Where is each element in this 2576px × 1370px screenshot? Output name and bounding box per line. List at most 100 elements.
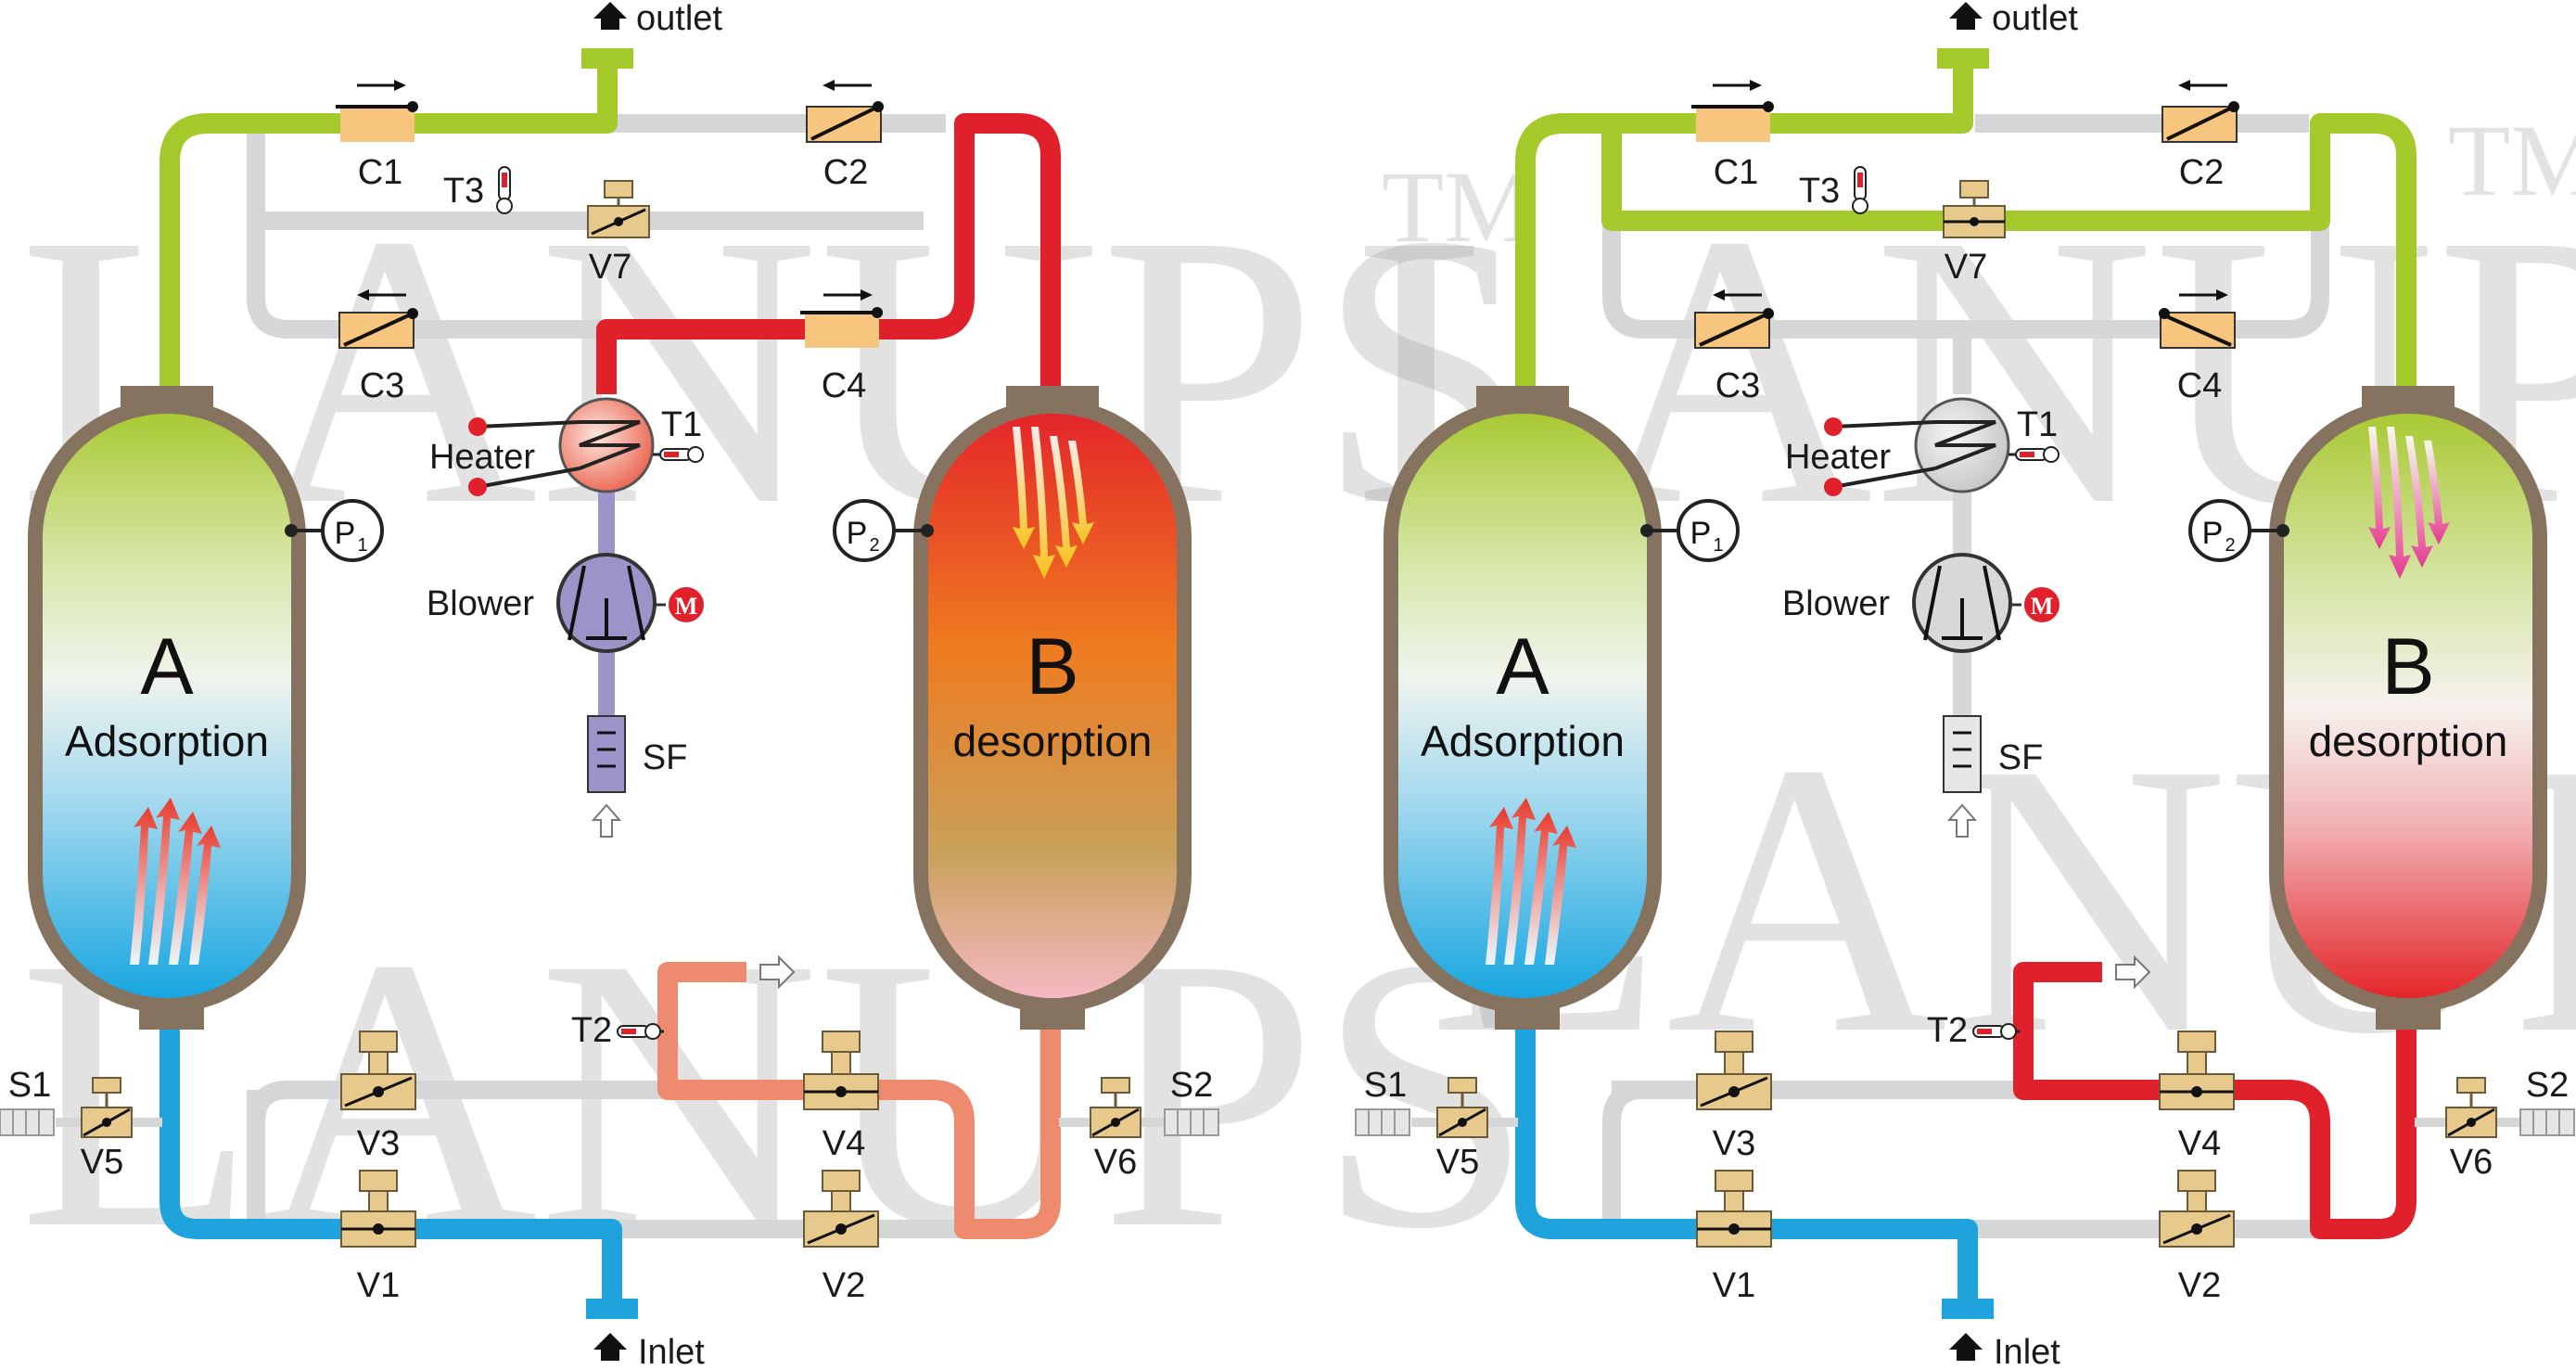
pressure-gauge-p2: P 2 xyxy=(833,499,934,562)
heater: Heater xyxy=(429,397,655,496)
svg-text:C1: C1 xyxy=(1714,153,1759,192)
exhaust-arrow-icon xyxy=(2115,954,2151,990)
svg-text:S2: S2 xyxy=(1170,1066,1213,1105)
check-valve-c4: C4 xyxy=(2159,289,2236,405)
svg-text:T1: T1 xyxy=(2017,405,2058,444)
exhaust-arrow-icon xyxy=(759,954,796,990)
blower-label: Blower xyxy=(1782,584,1890,623)
check-valve-c3: C3 xyxy=(1694,289,1774,405)
thermometer-t3-icon: T3 xyxy=(443,166,513,214)
blower: M Blower xyxy=(427,553,706,653)
heater: Heater xyxy=(1785,397,2010,496)
inlet-port xyxy=(586,1299,638,1319)
valve-v2: V2 xyxy=(2159,1170,2235,1305)
tower-b-mode: desorption xyxy=(2309,717,2508,765)
cooling-air-pipe xyxy=(657,962,1061,1239)
svg-text:V7: V7 xyxy=(1945,248,1987,287)
thermometer-t3-icon: T3 xyxy=(1799,166,1868,214)
valve-v5: S1 V5 xyxy=(1355,1066,1518,1182)
svg-text:C2: C2 xyxy=(2179,153,2225,192)
motor-icon: M xyxy=(2031,593,2054,620)
flow-arrows-down xyxy=(1013,427,1094,579)
silencer-filter: SF xyxy=(587,715,688,838)
svg-text:outlet: outlet xyxy=(636,0,722,38)
hot-air-pipe xyxy=(2013,962,2417,1239)
heater-label: Heater xyxy=(1785,438,1891,477)
svg-text:P: P xyxy=(847,516,868,551)
house-arrow-icon xyxy=(1949,2,1983,30)
outlet-port xyxy=(1937,48,1989,69)
valve-v5: S1 V5 xyxy=(0,1066,162,1182)
wet-air-pipe xyxy=(1515,1011,1978,1308)
svg-text:S2: S2 xyxy=(2526,1066,2569,1105)
pressure-gauge-p1: P 1 xyxy=(1640,499,1740,562)
valve-v6: S2 V6 xyxy=(2415,1066,2575,1182)
intake-arrow-icon xyxy=(1946,803,1978,838)
motor-icon: M xyxy=(675,593,698,620)
svg-text:S1: S1 xyxy=(1364,1066,1407,1105)
svg-text:TM: TM xyxy=(1382,150,1535,263)
svg-text:SF: SF xyxy=(643,738,688,777)
valve-v3: V3 xyxy=(1696,1031,1772,1163)
svg-text:C2: C2 xyxy=(823,153,869,192)
inlet-label: Inlet xyxy=(593,1333,705,1370)
valve-v6: S2 V6 xyxy=(1059,1066,1219,1182)
svg-text:P: P xyxy=(335,516,356,551)
flow-arrows-down xyxy=(2368,427,2450,579)
svg-text:T2: T2 xyxy=(571,1011,612,1050)
check-valve-c2: C2 xyxy=(806,80,884,192)
dry-air-pipe xyxy=(1515,56,2417,390)
svg-text:P: P xyxy=(1690,516,1712,551)
blower: M Blower xyxy=(1782,553,2061,653)
svg-text:outlet: outlet xyxy=(1992,0,2078,38)
pressure-gauge-p1: P 1 xyxy=(285,499,384,562)
outlet-label: outlet xyxy=(1949,0,2078,38)
house-arrow-icon xyxy=(1949,1333,1983,1361)
svg-text:V3: V3 xyxy=(1713,1124,1755,1163)
svg-text:C3: C3 xyxy=(1715,366,1761,405)
outlet-port xyxy=(581,48,633,69)
tower-b-letter: B xyxy=(1026,622,1078,711)
flow-arrows-up xyxy=(130,798,221,965)
valve-v2: V2 xyxy=(803,1170,879,1305)
tower-b-mode: desorption xyxy=(953,717,1153,765)
svg-text:V5: V5 xyxy=(81,1143,123,1182)
silencer-filter: SF xyxy=(1943,715,2043,838)
svg-text:T1: T1 xyxy=(661,405,702,444)
svg-text:P: P xyxy=(2202,516,2224,551)
svg-text:TM: TM xyxy=(2448,104,2576,217)
svg-text:V2: V2 xyxy=(2178,1266,2221,1305)
svg-text:Inlet: Inlet xyxy=(638,1333,705,1370)
tower-b-letter: B xyxy=(2381,622,2434,711)
svg-text:V3: V3 xyxy=(357,1124,400,1163)
tower-b: B desorption xyxy=(2269,386,2547,1030)
dry-air-pipe xyxy=(159,56,618,390)
valve-v1: V1 xyxy=(340,1170,416,1305)
right-diagram: A Adsorption B desorption xyxy=(1355,0,2575,1370)
inlet-label: Inlet xyxy=(1949,1333,2060,1370)
outlet-label: outlet xyxy=(593,0,722,38)
svg-text:T3: T3 xyxy=(1799,172,1840,211)
tower-a-letter: A xyxy=(140,622,194,711)
valve-v1: V1 xyxy=(1696,1170,1772,1305)
wet-air-pipe xyxy=(159,1011,622,1308)
check-valve-c4: C4 xyxy=(800,289,883,405)
house-arrow-icon xyxy=(593,2,627,30)
svg-text:C4: C4 xyxy=(822,366,867,405)
thermometer-t1-icon: T1 xyxy=(2009,405,2060,463)
check-valve-c1: C1 xyxy=(336,80,418,192)
valve-v7: V7 xyxy=(587,180,650,287)
valve-v4: V4 xyxy=(2159,1031,2235,1163)
tower-a-letter: A xyxy=(1496,622,1549,711)
svg-text:T3: T3 xyxy=(443,172,484,211)
svg-text:1: 1 xyxy=(357,535,367,556)
check-valve-c2: C2 xyxy=(2162,80,2239,192)
tower-a-mode: Adsorption xyxy=(65,717,269,765)
thermometer-t1-icon: T1 xyxy=(653,405,704,463)
tower-a: A Adsorption xyxy=(1384,386,1662,1030)
svg-text:C3: C3 xyxy=(360,366,405,405)
svg-text:S1: S1 xyxy=(8,1066,51,1105)
check-valve-c1: C1 xyxy=(1691,80,1774,192)
svg-text:1: 1 xyxy=(1713,535,1723,556)
